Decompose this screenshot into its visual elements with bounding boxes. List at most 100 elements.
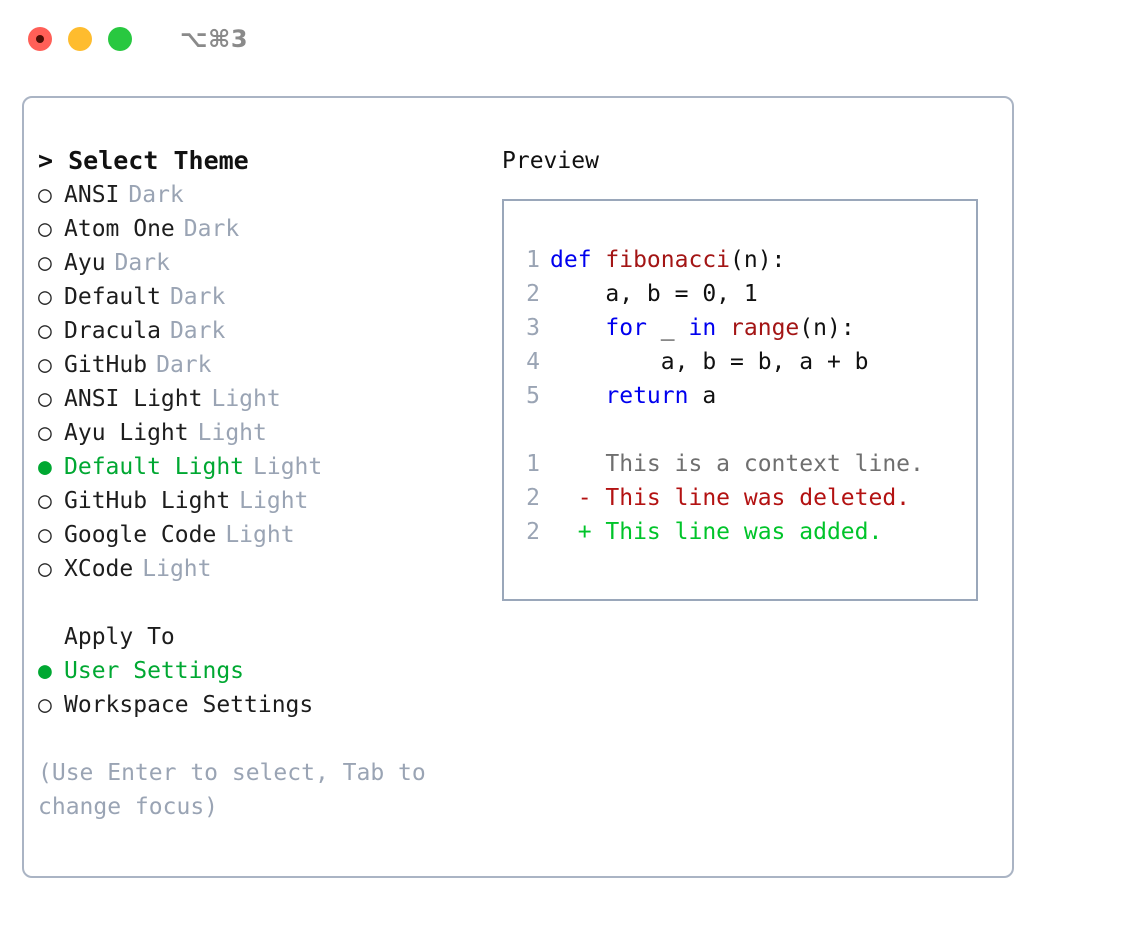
code-token: a, b = b, a + b xyxy=(550,349,869,375)
apply-to-option[interactable]: ○ Workspace Settings xyxy=(38,688,478,722)
code-line: 3 for _ in range(n): xyxy=(518,311,976,345)
theme-name-label: Dracula xyxy=(64,318,161,344)
radio-unselected-icon[interactable]: ○ xyxy=(38,216,52,242)
theme-variant-tag: Light xyxy=(253,454,323,480)
theme-name-label: Google Code xyxy=(64,522,217,548)
theme-variant-tag: Light xyxy=(211,386,281,412)
radio-unselected-icon[interactable]: ○ xyxy=(38,420,52,446)
theme-variant-tag: Dark xyxy=(128,182,184,208)
preview-heading: Preview xyxy=(502,148,599,174)
theme-name-label: GitHub xyxy=(64,352,148,378)
theme-name-label: Ayu Light xyxy=(64,420,189,446)
radio-unselected-icon[interactable]: ○ xyxy=(38,692,52,718)
code-token: a xyxy=(688,383,717,409)
radio-unselected-icon[interactable]: ○ xyxy=(38,386,52,412)
theme-list-item[interactable]: ○ Ayu Light Light xyxy=(38,416,478,450)
theme-name-label: XCode xyxy=(64,556,134,582)
apply-to-label: Workspace Settings xyxy=(64,692,314,718)
line-number: 4 xyxy=(526,349,540,375)
diff-marker: - xyxy=(550,485,606,511)
diff-line: 1 This is a context line. xyxy=(518,447,976,481)
diff-marker: + xyxy=(550,519,606,545)
apply-to-option[interactable]: ● User Settings xyxy=(38,654,478,688)
minimize-button[interactable] xyxy=(68,27,92,51)
radio-unselected-icon[interactable]: ○ xyxy=(38,488,52,514)
theme-list-item[interactable]: ○ Ayu Dark xyxy=(38,246,478,280)
theme-variant-tag: Dark xyxy=(183,216,240,242)
theme-list-item[interactable]: ○ XCode Light xyxy=(38,552,478,586)
code-token: return xyxy=(605,383,689,409)
code-token: def xyxy=(550,247,606,273)
code-token: in xyxy=(688,315,717,341)
radio-unselected-icon[interactable]: ○ xyxy=(38,182,52,208)
line-number: 1 xyxy=(526,247,540,273)
radio-selected-icon[interactable]: ● xyxy=(38,658,52,684)
code-token: for xyxy=(605,315,647,341)
select-theme-heading: > Select Theme xyxy=(38,146,249,175)
theme-list-item[interactable]: ○ Dracula Dark xyxy=(38,314,478,348)
line-number: 2 xyxy=(526,519,540,545)
diff-sample: 1 This is a context line.2 - This line w… xyxy=(518,447,976,549)
preview-spacer xyxy=(518,413,976,447)
radio-unselected-icon[interactable]: ○ xyxy=(38,318,52,344)
apply-to-heading: Apply To xyxy=(64,624,175,650)
apply-to-section: Apply To ● User Settings ○ Workspace Settin… xyxy=(38,620,478,722)
diff-text: This line was deleted. xyxy=(605,485,911,511)
theme-list-item[interactable]: ○ ANSI Dark xyxy=(38,178,478,212)
code-line: 5 return a xyxy=(518,379,976,413)
code-token xyxy=(550,315,605,341)
keyboard-shortcut-label: ⌥⌘3 xyxy=(180,25,249,53)
apply-to-options[interactable]: ● User Settings ○ Workspace Settings xyxy=(38,654,478,722)
title-bar: ⌥⌘3 xyxy=(0,0,1140,78)
radio-unselected-icon[interactable]: ○ xyxy=(38,284,52,310)
theme-name-label: Ayu xyxy=(64,250,106,276)
theme-variant-tag: Dark xyxy=(156,352,212,378)
line-number: 5 xyxy=(526,383,540,409)
radio-selected-icon[interactable]: ● xyxy=(38,454,52,480)
theme-variant-tag: Dark xyxy=(114,250,170,276)
theme-variant-tag: Light xyxy=(197,420,267,446)
theme-name-label: Atom One xyxy=(64,216,175,242)
close-button[interactable] xyxy=(28,27,52,51)
code-line: 2 a, b = 0, 1 xyxy=(518,277,976,311)
theme-name-label: GitHub Light xyxy=(64,488,231,514)
diff-text: This is a context line. xyxy=(605,451,924,477)
code-token: (n): xyxy=(799,315,855,341)
theme-variant-tag: Light xyxy=(142,556,212,582)
theme-variant-tag: Light xyxy=(239,488,309,514)
apply-to-label: User Settings xyxy=(64,658,245,684)
line-number: 2 xyxy=(526,485,540,511)
code-token: (n): xyxy=(730,247,786,273)
theme-list-item[interactable]: ○ GitHub Light Light xyxy=(38,484,478,518)
maximize-button[interactable] xyxy=(108,27,132,51)
theme-list-item[interactable]: ○ Atom One Dark xyxy=(38,212,478,246)
theme-name-label: ANSI xyxy=(64,182,120,208)
theme-variant-tag: Dark xyxy=(169,318,226,344)
radio-unselected-icon[interactable]: ○ xyxy=(38,250,52,276)
code-token xyxy=(716,315,730,341)
theme-list-item[interactable]: ● Default Light Light xyxy=(38,450,478,484)
diff-marker xyxy=(550,451,605,477)
code-line: 4 a, b = b, a + b xyxy=(518,345,976,379)
theme-list-item[interactable]: ○ Google Code Light xyxy=(38,518,478,552)
theme-list-item[interactable]: ○ GitHub Dark xyxy=(38,348,478,382)
radio-unselected-icon[interactable]: ○ xyxy=(38,522,52,548)
code-token: _ xyxy=(646,315,689,341)
theme-name-label: Default Light xyxy=(64,454,245,480)
theme-variant-tag: Light xyxy=(225,522,295,548)
keyboard-hint-text: (Use Enter to select, Tab to change focu… xyxy=(38,760,440,820)
radio-unselected-icon[interactable]: ○ xyxy=(38,352,52,378)
diff-line: 2 - This line was deleted. xyxy=(518,481,976,515)
radio-unselected-icon[interactable]: ○ xyxy=(38,556,52,582)
code-token: a, b = 0, 1 xyxy=(550,281,758,307)
line-number: 2 xyxy=(526,281,540,307)
